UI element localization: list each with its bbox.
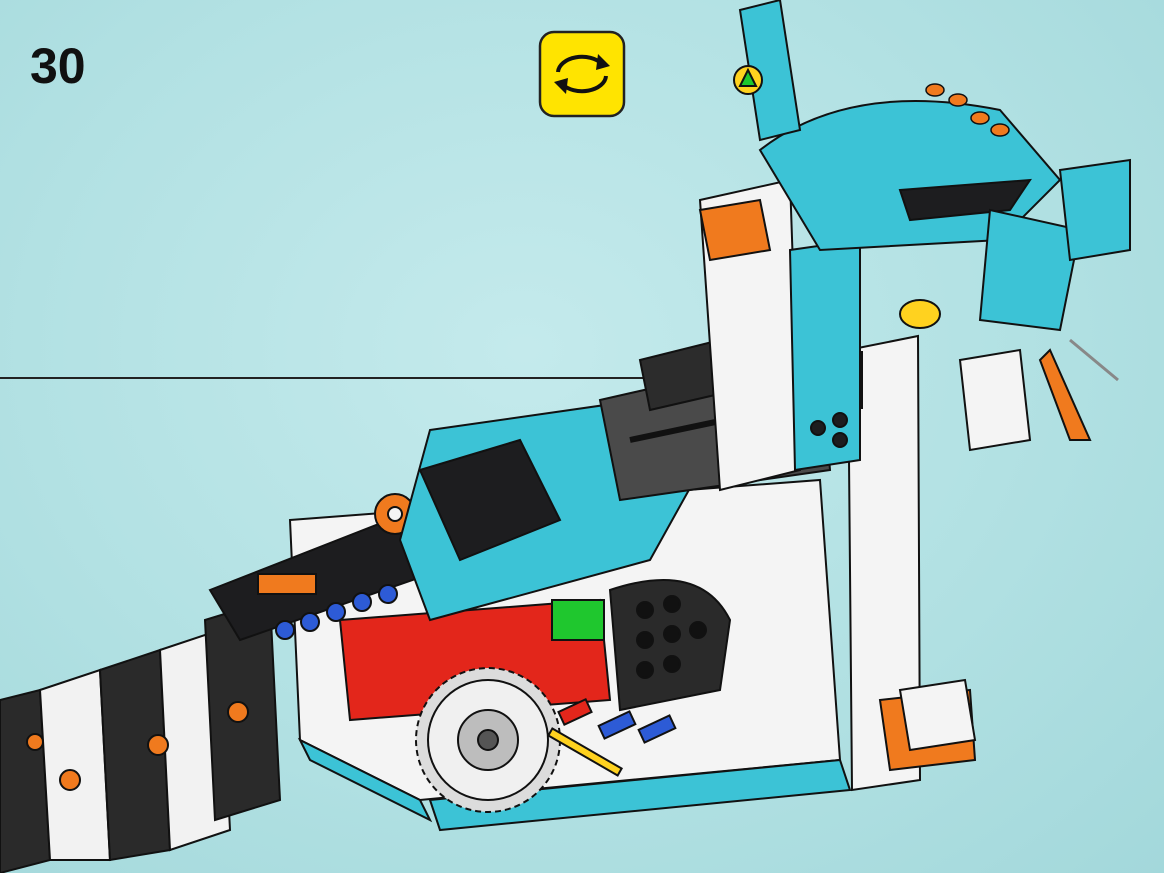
neck-column: [698, 178, 861, 492]
axles: [546, 697, 677, 777]
rotate-model-icon: [538, 30, 626, 118]
gear-wheel: [415, 667, 561, 813]
gear-axle: [899, 299, 941, 329]
tail-orange-pin: [26, 733, 44, 751]
head: [733, 0, 1131, 452]
right-leg: [878, 678, 977, 772]
tail-links: [0, 598, 282, 873]
tail-orange-pin: [59, 769, 81, 791]
green-brick: [551, 599, 605, 641]
round-plate: [608, 579, 732, 712]
step-number: 30: [30, 38, 86, 94]
tail-orange-pin: [147, 734, 169, 756]
orange-tile: [257, 573, 317, 595]
head-studs: [925, 83, 1010, 137]
tail-orange-pin: [227, 701, 249, 723]
